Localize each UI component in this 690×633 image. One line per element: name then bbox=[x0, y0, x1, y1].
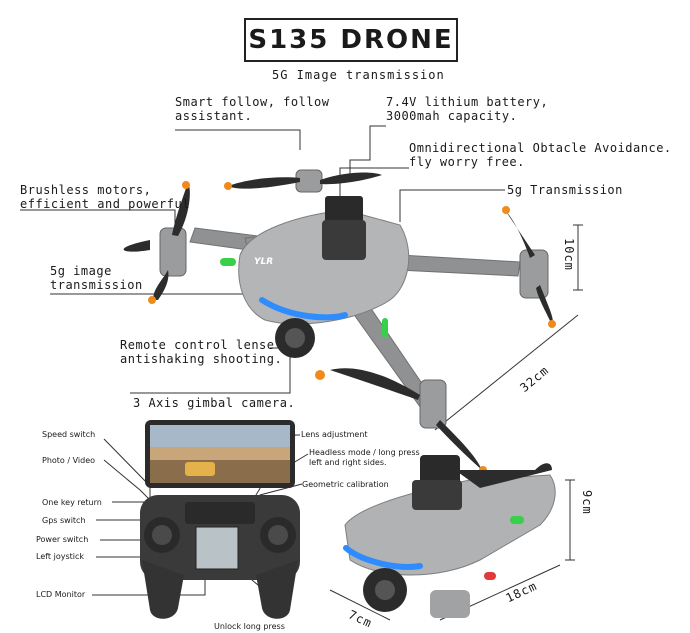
callout-battery: 7.4V lithium battery, 3000mah capacity. bbox=[386, 95, 549, 123]
label-headless-mode: Headless mode / long press left and righ… bbox=[309, 448, 420, 467]
label-gps-switch: Gps switch bbox=[42, 516, 86, 525]
label-power-switch: Power switch bbox=[36, 535, 89, 544]
product-title: S135 DRONE bbox=[244, 18, 458, 62]
callout-smart-follow: Smart follow, follow assistant. bbox=[175, 95, 330, 123]
callout-5g-transmission: 5g Transmission bbox=[507, 183, 623, 197]
callout-gimbal-camera: 3 Axis gimbal camera. bbox=[133, 396, 296, 410]
label-unlock-long-press: Unlock long press bbox=[214, 622, 285, 631]
label-one-key-return: One key return bbox=[42, 498, 102, 507]
callout-obstacle-avoidance: Omnidirectional Obtacle Avoidance. fly w… bbox=[409, 141, 672, 169]
label-lcd-monitor: LCD Monitor bbox=[36, 590, 86, 599]
label-speed-switch: Speed switch bbox=[42, 430, 96, 439]
dimension-folded-height: 9cm bbox=[580, 490, 594, 515]
callout-image-transmission: 5g image transmission bbox=[50, 264, 143, 292]
label-geometric-calibration: Geometric calibration bbox=[302, 480, 389, 489]
callout-brushless-motors: Brushless motors, efficient and powerful bbox=[20, 183, 190, 211]
drone-marking: YLR bbox=[254, 257, 273, 267]
label-lens-adjustment: Lens adjustment bbox=[301, 430, 368, 439]
callout-remote-lens: Remote control lense antishaking shootin… bbox=[120, 338, 283, 366]
product-subtitle: 5G Image transmission bbox=[272, 68, 445, 82]
dimension-height-top: 10cm bbox=[562, 238, 576, 271]
label-left-joystick: Left joystick bbox=[36, 552, 85, 561]
label-photo-video: Photo / Video bbox=[42, 456, 96, 465]
